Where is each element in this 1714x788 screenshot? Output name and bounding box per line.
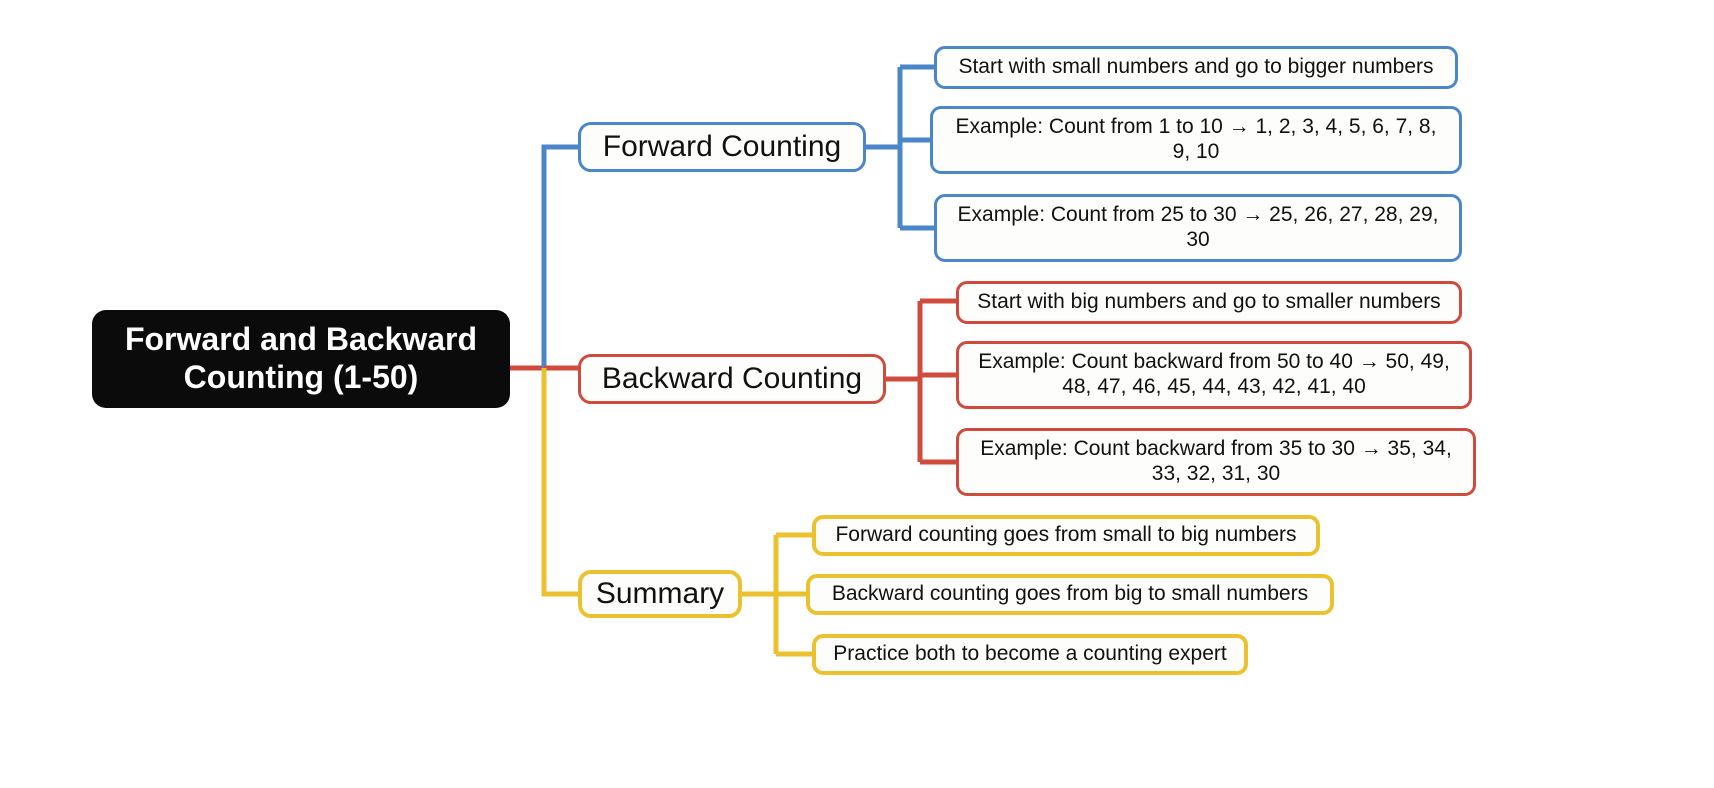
leaf-node-summary-backward[interactable]: Backward counting goes from big to small… [806,574,1334,615]
leaf-node-forward-rule[interactable]: Start with small numbers and go to bigge… [934,46,1458,89]
leaf-label-forward-rule: Start with small numbers and go to bigge… [958,55,1434,79]
root-node[interactable]: Forward and Backward Counting (1-50) [92,310,510,408]
branch-node-backward-counting[interactable]: Backward Counting [578,354,886,404]
leaf-node-summary-forward[interactable]: Forward counting goes from small to big … [812,515,1320,556]
branch-node-summary[interactable]: Summary [578,570,742,618]
leaf-label-backward-example-35-30: Example: Count backward from 35 to 30 → … [980,437,1452,485]
leaf-label-summary-practice: Practice both to become a counting exper… [833,642,1227,666]
branch-label-summary: Summary [595,577,725,611]
connector-root-to-summary [541,368,578,597]
connector-root-to-forward [541,144,578,368]
leaf-node-summary-practice[interactable]: Practice both to become a counting exper… [812,634,1248,675]
leaf-label-forward-example-25-30: Example: Count from 25 to 30 → 25, 26, 2… [957,203,1439,251]
branch-label-forward-counting: Forward Counting [602,130,842,164]
branch-label-backward-counting: Backward Counting [601,362,863,396]
leaf-node-forward-example-1-10[interactable]: Example: Count from 1 to 10 → 1, 2, 3, 4… [930,106,1462,174]
leaf-node-backward-example-50-40[interactable]: Example: Count backward from 50 to 40 → … [956,341,1472,409]
leaf-label-backward-rule: Start with big numbers and go to smaller… [977,290,1441,314]
branch-node-forward-counting[interactable]: Forward Counting [578,122,866,172]
leaf-label-backward-example-50-40: Example: Count backward from 50 to 40 → … [978,350,1450,398]
leaf-label-forward-example-1-10: Example: Count from 1 to 10 → 1, 2, 3, 4… [955,115,1437,163]
leaf-label-summary-forward: Forward counting goes from small to big … [835,523,1297,547]
leaf-node-forward-example-25-30[interactable]: Example: Count from 25 to 30 → 25, 26, 2… [934,194,1462,262]
root-label-line1: Forward and Backward [124,321,478,358]
leaf-label-summary-backward: Backward counting goes from big to small… [831,582,1309,606]
root-label-line2: Counting (1-50) [183,359,419,395]
leaf-node-backward-rule[interactable]: Start with big numbers and go to smaller… [956,281,1462,324]
leaf-node-backward-example-35-30[interactable]: Example: Count backward from 35 to 30 → … [956,428,1476,496]
